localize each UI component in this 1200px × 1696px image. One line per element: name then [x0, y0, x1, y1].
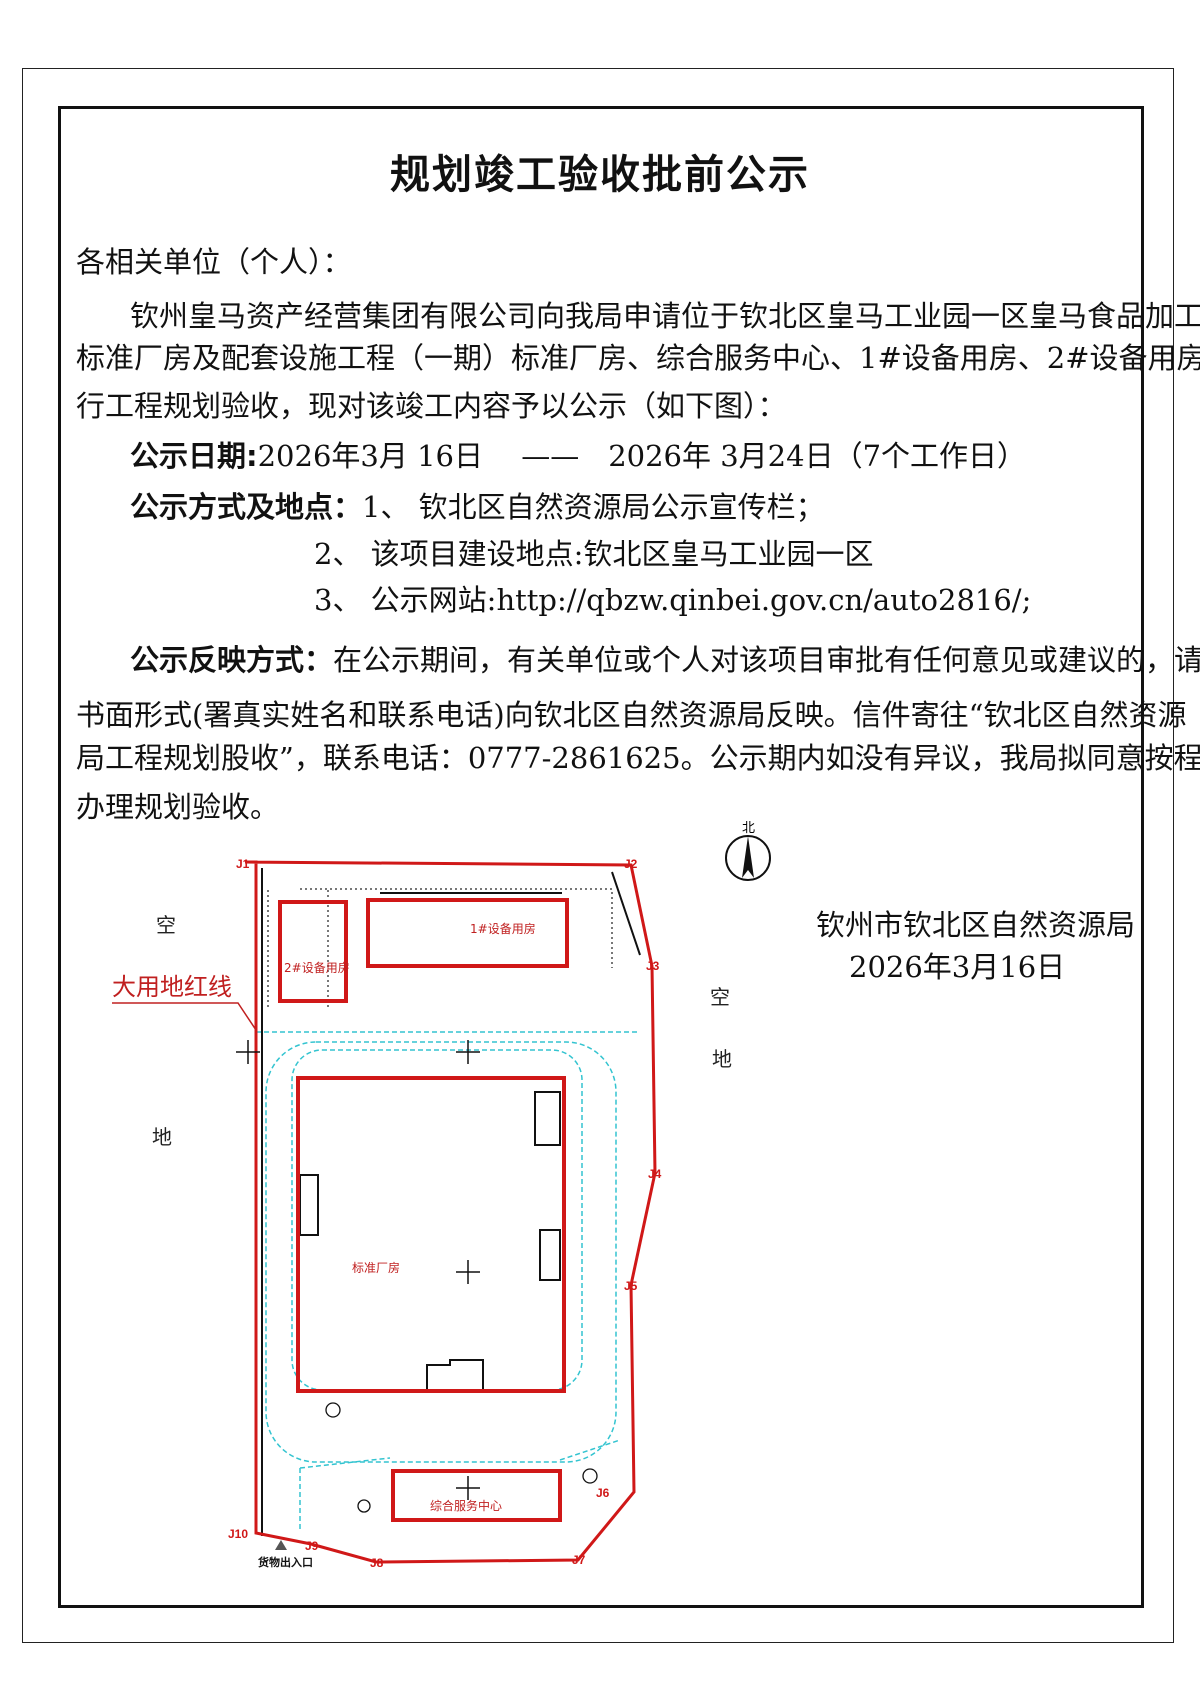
point-label: J2: [624, 857, 638, 871]
building-label: 综合服务中心: [430, 1498, 502, 1513]
issuer-name: 钦州市钦北区自然资源局: [816, 908, 1136, 942]
feedback-line: 办理规划验收。: [76, 790, 280, 824]
method-item[interactable]: 3、 公示网站:http://qbzw.qinbei.gov.cn/auto28…: [314, 583, 1032, 617]
boundary-walls: [267, 888, 613, 1010]
date-value: 2026年3月 16日 —— 2026年 3月24日（7个工作日）: [257, 439, 1027, 473]
inner-border: [58, 106, 1144, 1608]
feedback: 公示反映方式：在公示期间，有关单位或个人对该项目审批有任何意见或建议的，请以: [130, 643, 1200, 677]
feedback-line: 在公示期间，有关单位或个人对该项目审批有任何意见或建议的，请以: [333, 643, 1200, 677]
body-line: 标准厂房及配套设施工程（一期）标准厂房、综合服务中心、1#设备用房、2#设备用房…: [76, 341, 1200, 375]
feedback-line: 书面形式(署真实姓名和联系电话)向钦北区自然资源局反映。信件寄往“钦北区自然资源: [76, 698, 1187, 732]
boundary-points: J1 J2 J3 J4 J5 J6 J7 J8 J9 J10: [228, 857, 662, 1570]
site-redline: [244, 860, 657, 1564]
point-label: J8: [370, 1556, 384, 1570]
parking-icon: [325, 1402, 598, 1513]
point-label: J3: [646, 959, 660, 973]
body-line: 钦州皇马资产经营集团有限公司向我局申请位于钦北区皇马工业园一区皇马食品加工: [130, 299, 1200, 333]
entrance-icon: [275, 1540, 287, 1550]
publicity-method: 公示方式及地点：1、 钦北区自然资源局公示宣传栏；: [130, 490, 825, 524]
redline-leader: [112, 1002, 257, 1031]
redline-label: 大用地红线: [112, 973, 232, 1001]
point-label: J5: [624, 1279, 638, 1293]
point-label: J7: [572, 1553, 586, 1567]
building-label: 2#设备用房: [284, 960, 350, 975]
point-label: J4: [648, 1167, 662, 1181]
building-2-equipment: [278, 900, 348, 1003]
salutation: 各相关单位（个人）：: [76, 245, 352, 279]
entrance-label: 货物出入口: [257, 1555, 313, 1569]
date-label: 公示日期:: [130, 439, 258, 473]
building-outlines: [261, 868, 641, 1536]
point-label: J10: [228, 1527, 248, 1541]
building-service-center: [391, 1469, 562, 1522]
body-line: 行工程规划验收，现对该竣工内容予以公示（如下图）：: [76, 389, 787, 423]
point-label: J9: [305, 1539, 319, 1553]
issuer-date: 2026年3月16日: [849, 950, 1066, 984]
outer-border: [22, 68, 1174, 1643]
vacant-land-label: 空: [156, 913, 176, 937]
building-label: 1#设备用房: [470, 921, 536, 936]
road-lines: [256, 1031, 640, 1530]
page-title: 规划竣工验收批前公示: [390, 152, 810, 198]
building-1-equipment: [366, 898, 569, 968]
method-item: 1、 钦北区自然资源局公示宣传栏；: [362, 490, 825, 524]
survey-crosshair-icon: [236, 1040, 480, 1500]
north-arrow-icon: 北: [725, 821, 771, 881]
point-label: J1: [236, 857, 250, 871]
vacant-land-label: 地: [712, 1047, 732, 1071]
building-standard-factory: [296, 1076, 566, 1393]
north-label: 北: [742, 821, 755, 836]
method-label: 公示方式及地点：: [130, 490, 363, 524]
vacant-land-label: 空: [710, 985, 730, 1009]
feedback-line: 局工程规划股收”，联系电话：0777-2861625。公示期内如没有异议，我局拟…: [76, 741, 1200, 775]
method-item: 2、 该项目建设地点:钦北区皇马工业园一区: [314, 537, 874, 571]
vacant-land-label: 地: [152, 1125, 172, 1149]
feedback-label: 公示反映方式：: [130, 643, 334, 677]
publicity-date: 公示日期:2026年3月 16日 —— 2026年 3月24日（7个工作日）: [130, 439, 1026, 473]
building-label: 标准厂房: [352, 1260, 400, 1275]
point-label: J6: [596, 1486, 610, 1500]
